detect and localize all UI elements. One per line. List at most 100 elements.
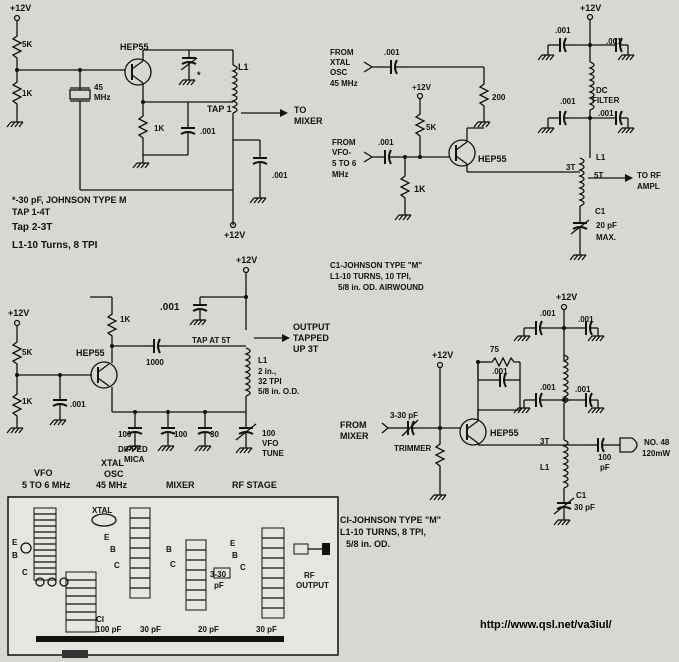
c2-filter-label: FILTER (592, 96, 620, 105)
c3-c-vfo-2: VFO (262, 439, 278, 448)
layout-c: C (22, 568, 28, 577)
c2-cap-mid2-label: .001 (598, 109, 614, 118)
c4-coil: L1 (540, 463, 550, 472)
layout-h-vfo-2: 5 TO 6 MHz (22, 480, 71, 490)
layout-h-rf: RF STAGE (232, 480, 277, 490)
c3-out-1: OUTPUT (293, 322, 331, 332)
c1-supply-bottom-label: +12V (224, 230, 245, 240)
c2-cap-in1-label: .001 (384, 48, 400, 57)
c2-tap-3t: 3T (566, 163, 575, 172)
c3-supply-label: +12V (236, 255, 257, 265)
c4-transistor: HEP55 (490, 428, 519, 438)
c2-r-5k-label: 5K (426, 123, 436, 132)
c3-r-1k-label: 1K (22, 397, 32, 406)
c2-cap-top1-label: .001 (555, 26, 571, 35)
c4-cap-e: .001 (492, 367, 508, 376)
c3-out-2: TAPPED (293, 333, 329, 343)
c1-note-4: L1-10 Turns, 8 TPI (12, 240, 98, 251)
c1-note-3: Tap 2-3T (12, 222, 52, 233)
c4-cap-top2: .001 (578, 315, 594, 324)
c3-transistor-label: HEP55 (76, 348, 105, 358)
c2-from-xtal-2: XTAL (330, 58, 350, 67)
c2-c1-val1: 20 pF (596, 221, 617, 230)
layout-e2: E (104, 533, 110, 542)
c3-r-5k-label: 5K (22, 348, 32, 357)
layout-c3: C (170, 560, 176, 569)
c4-from-1: FROM (340, 420, 367, 430)
c4-from-2: MIXER (340, 431, 369, 441)
circuit-3-vfo: +12V .001 +12V 5K 1K .001 HEP55 1K (6, 255, 331, 464)
c1-note-1: *-30 pF, JOHNSON TYPE M (12, 195, 127, 205)
c1-output-dest: MIXER (294, 116, 323, 126)
layout-mixer-coil (185, 539, 207, 611)
c1-star-mark: * (197, 70, 201, 80)
c2-supply-label: +12V (580, 3, 601, 13)
c1-r-top-label: 5K (22, 40, 32, 49)
c2-coil-label: L1 (596, 153, 606, 162)
circuit-1-crystal-oscillator: +12V 5K 1K 45 MHz HEP55 1K (6, 3, 323, 251)
c3-c-100a: 100 (118, 430, 132, 439)
c1-crystal-label: 45 (94, 83, 103, 92)
circuit-4-rf-amplifier: +12V .001 .001 .001 .001 +12V (340, 292, 670, 549)
c2-from-vfo-3: 5 TO 6 (332, 159, 357, 168)
c3-c-vfo-3: TUNE (262, 449, 284, 458)
c1-tap-label: TAP 1 (207, 104, 232, 114)
layout-ci: CI (96, 615, 104, 624)
c4-c1: C1 (576, 491, 587, 500)
c4-c1-val: 30 pF (574, 503, 595, 512)
c4-lamp-2: 120mW (642, 449, 670, 458)
c2-from-vfo-2: VFO- (332, 148, 351, 157)
layout-c30a: 30 pF (140, 625, 161, 634)
c2-c1-label: C1 (595, 207, 606, 216)
c2-c1-val2: MAX. (596, 233, 616, 242)
c3-cap-coupling-label: 1000 (146, 358, 164, 367)
c2-transistor-label: HEP55 (478, 154, 507, 164)
c2-cap-in2-label: .001 (378, 138, 394, 147)
c3-c-100b: 100 (174, 430, 188, 439)
c1-coil-label: L1 (238, 62, 249, 72)
c1-r-emitter-label: 1K (154, 124, 164, 133)
c3-dipped-2: MICA (124, 455, 145, 464)
c3-tap-label: TAP AT 5T (192, 336, 231, 345)
c1-output-to: TO (294, 105, 306, 115)
c2-note-1: C1-JOHNSON TYPE "M" (330, 261, 422, 270)
layout-h-mixer: MIXER (166, 480, 195, 490)
c2-out-1: TO RF (637, 171, 661, 180)
c2-cap-mid1-label: .001 (560, 97, 576, 106)
layout-c1-tuning-cap (65, 571, 97, 633)
c1-cap-out-label: .001 (272, 171, 288, 180)
c1-note-2: TAP 1-4T (12, 207, 51, 217)
c3-out-3: UP 3T (293, 344, 319, 354)
c3-c-30: 30 (210, 430, 219, 439)
layout-xtal-coil (129, 507, 151, 599)
layout-vfo-coil (33, 507, 57, 581)
c4-trim-1: 3-30 pF (390, 411, 418, 420)
source-url: http://www.qsl.net/va3iul/ (480, 619, 612, 631)
c2-tap-5t: 5T (594, 171, 603, 180)
layout-e4: E (230, 539, 236, 548)
layout-rf-coil (261, 527, 285, 619)
c2-r-1k-label: 1K (414, 184, 426, 194)
physical-layout: VFO 5 TO 6 MHz XTAL OSC 45 MHz MIXER RF … (7, 458, 339, 658)
c3-coil-2: 2 in., (258, 367, 276, 376)
c4-cap-out: 100 (598, 453, 612, 462)
c1-r-bottom-label: 1K (22, 89, 32, 98)
c4-note-1: CI-JOHNSON TYPE "M" (340, 515, 441, 525)
c3-r-top-label: 1K (120, 315, 130, 324)
layout-b3: B (166, 545, 172, 554)
c2-dc-label: DC (596, 86, 608, 95)
c4-cap-mid1: .001 (540, 383, 556, 392)
c2-note-3: 5/8 in. OD. AIRWOUND (338, 283, 424, 292)
c3-c-vfo: 100 (262, 429, 276, 438)
c2-from-xtal-1: FROM (330, 48, 354, 57)
circuit-2-mixer: +12V .001 .001 DC FILTER .001 .001 L1 (330, 3, 661, 292)
layout-ci-2: 100 pF (96, 625, 121, 634)
c4-cap-out-2: pF (600, 463, 610, 472)
layout-c2: C (114, 561, 120, 570)
c4-supply-top: +12V (556, 292, 577, 302)
c3-coil: L1 (258, 356, 268, 365)
c2-r-200-label: 200 (492, 93, 506, 102)
c2-from-xtal-3: OSC (330, 68, 348, 77)
